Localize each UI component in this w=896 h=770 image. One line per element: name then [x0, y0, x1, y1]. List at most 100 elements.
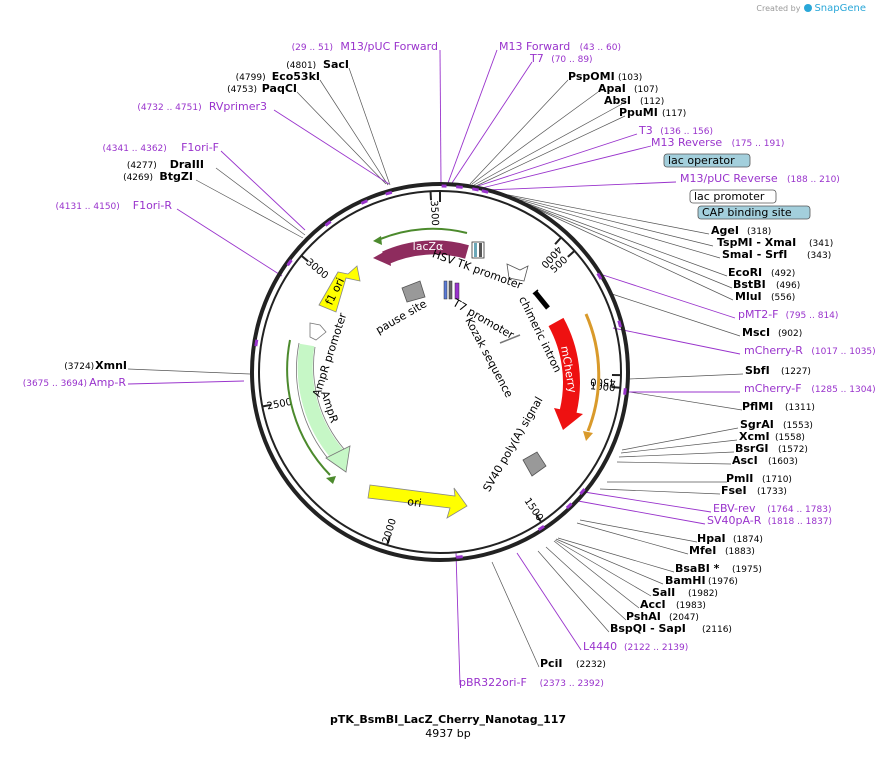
enzyme-label[interactable]: BstBI(496)	[733, 278, 800, 291]
ampr-promoter-arrow[interactable]	[309, 322, 327, 341]
enzyme-label[interactable]: AccI(1983)	[640, 598, 706, 611]
enzyme-label[interactable]: PmlI(1710)	[726, 472, 792, 485]
enzyme-name: PciI	[540, 657, 562, 670]
primer-label[interactable]: M13/pUC Reverse (188 .. 210)	[680, 172, 840, 185]
primer-label[interactable]: M13/pUC Forward(29 .. 51)	[292, 40, 438, 53]
enzyme-label[interactable]: FseI(1733)	[721, 484, 787, 497]
enzyme-label[interactable]: AgeI(318)	[711, 224, 771, 237]
lacz-outline-arc	[377, 227, 468, 241]
f1-ori-arrow[interactable]	[318, 265, 361, 313]
enzyme-label[interactable]: SbfI(1227)	[745, 364, 811, 377]
primer-mark	[286, 259, 293, 267]
enzyme-label[interactable]: SgrAI(1553)	[740, 418, 813, 431]
enzyme-position: (1976)	[708, 577, 738, 587]
enzyme-label[interactable]: BsaBI *(1975)	[675, 562, 762, 575]
enzyme-label[interactable]: EcoRI(492)	[728, 266, 795, 279]
enzyme-label[interactable]: BsrGI(1572)	[735, 442, 808, 455]
primer-position: (1764 .. 1783)	[767, 505, 831, 515]
feature-box-label[interactable]: CAP binding site	[697, 205, 811, 220]
primer-name: Amp-R	[89, 376, 126, 389]
primer-label[interactable]: L4440(2122 .. 2139)	[583, 640, 688, 653]
primer-label[interactable]: T3(136 .. 156)	[638, 124, 713, 137]
primer-label[interactable]: T7(70 .. 89)	[529, 52, 593, 65]
enzyme-label[interactable]: XcmI(1558)	[739, 430, 805, 443]
primer-label[interactable]: mCherry-F(1285 .. 1304)	[744, 382, 876, 395]
feature-box-label[interactable]: lac operator	[663, 153, 751, 168]
enzyme-name: AscI	[732, 454, 758, 467]
enzyme-name: SgrAI	[740, 418, 774, 431]
enzyme-position: (4753)	[227, 85, 257, 95]
enzyme-label[interactable]: DraIII(4277)	[127, 158, 204, 171]
enzyme-position: (1975)	[732, 565, 762, 575]
enzyme-label[interactable]: HpaI(1874)	[697, 532, 763, 545]
enzyme-label[interactable]: BspQI - SapI(2116)	[610, 622, 732, 635]
primer-label[interactable]: M13 Forward(43 .. 60)	[499, 40, 621, 53]
enzyme-label[interactable]: BamHI(1976)	[665, 574, 738, 587]
primer-position: (188 .. 210)	[787, 175, 840, 185]
primer-label[interactable]: F1ori-R (4131 .. 4150)	[56, 199, 173, 212]
kozak-mark[interactable]	[499, 334, 521, 344]
credit-brand: SnapGene	[814, 3, 866, 14]
enzyme-label[interactable]: MscI(902)	[742, 326, 802, 339]
enzyme-name: XcmI	[739, 430, 770, 443]
primer-label[interactable]: pMT2-F(795 .. 814)	[738, 308, 838, 321]
enzyme-label[interactable]: PciI (2232)	[540, 657, 606, 670]
enzyme-label[interactable]: Eco53kI(4799)	[236, 70, 320, 83]
enzyme-position: (496)	[776, 281, 800, 291]
lacz-label: lacZα	[413, 240, 444, 253]
primer-name: F1ori-F	[181, 141, 219, 154]
enzyme-name: SbfI	[745, 364, 770, 377]
scale-tick-label: 4500	[590, 376, 616, 387]
lacz-arrow-body[interactable]	[382, 240, 469, 265]
enzyme-label[interactable]: MluI(556)	[735, 290, 795, 303]
enzyme-label[interactable]: XmnI(3724)	[64, 359, 127, 372]
primer-name: M13/pUC Reverse	[680, 172, 778, 185]
mcherry-arrow-body[interactable]	[548, 317, 580, 414]
ampr-edge-outer	[296, 342, 331, 462]
primer-label[interactable]: mCherry-R(1017 .. 1035)	[744, 344, 876, 357]
scale-tick-label: 2500	[266, 397, 293, 413]
t7-promoter-mark[interactable]	[443, 280, 460, 300]
enzyme-position: (2232)	[576, 660, 606, 670]
mcherry-arrow-head[interactable]	[554, 408, 583, 430]
enzyme-label[interactable]: PspOMI(103)	[568, 70, 642, 83]
primer-label[interactable]: SV40pA-R(1818 .. 1837)	[707, 514, 832, 527]
pause-site-mark[interactable]	[401, 280, 426, 303]
enzyme-label[interactable]: BtgZI(4269)	[123, 170, 193, 183]
primer-label[interactable]: Amp-R(3675 .. 3694)	[23, 376, 127, 389]
enzyme-label[interactable]: PshAI(2047)	[626, 610, 699, 623]
enzyme-label[interactable]: PaqCI(4753)	[227, 82, 297, 95]
feature-box-label[interactable]: lac promoter	[689, 189, 777, 204]
primer-position: (4131 .. 4150)	[56, 202, 120, 212]
primer-label[interactable]: RVprimer3(4732 .. 4751)	[137, 100, 267, 113]
primer-mark	[360, 199, 368, 205]
ampr-arrow-body[interactable]	[297, 343, 344, 460]
ampr-arrow-head[interactable]	[325, 445, 351, 473]
primer-name: F1ori-R	[133, 199, 173, 212]
hsv-tk-promoter-arrow[interactable]	[506, 263, 529, 282]
enzyme-label[interactable]: ApaI(107)	[598, 82, 658, 95]
enzyme-label[interactable]: SmaI - SrfI(343)	[722, 248, 831, 261]
scale-tick-label: 3000	[303, 257, 330, 282]
ori-arrow[interactable]	[367, 484, 468, 519]
enzyme-label[interactable]: SacI(4801)	[286, 58, 349, 71]
enzyme-label[interactable]: SalI(1982)	[652, 586, 718, 599]
enzyme-label[interactable]: AbsI(112)	[604, 94, 664, 107]
primer-label[interactable]: M13 Reverse(175 .. 191)	[651, 136, 784, 149]
lacz-arrow-head[interactable]	[373, 249, 391, 266]
primer-mark	[537, 524, 545, 532]
enzyme-label[interactable]: PflMI(1311)	[742, 400, 815, 413]
plasmid-length: 4937 bp	[425, 727, 471, 740]
primer-label[interactable]: F1ori-F(4341 .. 4362)	[103, 141, 219, 154]
enzyme-label[interactable]: TspMI - XmaI(341)	[717, 236, 833, 249]
primer-label[interactable]: EBV-rev(1764 .. 1783)	[713, 502, 831, 515]
enzyme-label[interactable]: PpuMI(117)	[619, 106, 686, 119]
enzyme-name: SmaI - SrfI	[722, 248, 787, 261]
enzyme-label[interactable]: AscI(1603)	[732, 454, 798, 467]
primer-name: M13/pUC Forward	[340, 40, 438, 53]
primer-label[interactable]: pBR322ori-F(2373 .. 2392)	[459, 676, 604, 689]
sv40-polya-mark[interactable]	[522, 451, 547, 477]
chimeric-intron-mark[interactable]	[532, 289, 550, 310]
enzyme-label[interactable]: MfeI(1883)	[689, 544, 755, 557]
primer-name: pMT2-F	[738, 308, 779, 321]
